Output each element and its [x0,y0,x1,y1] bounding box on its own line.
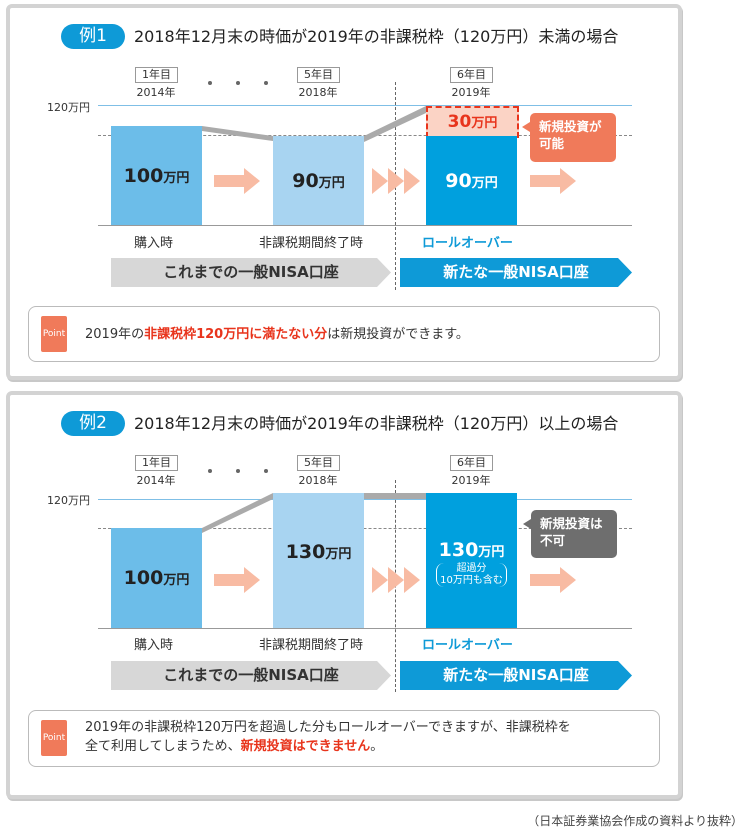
point-text-1: 2019年の非課税枠120万円に満たない分は新規投資ができます。 [85,327,469,342]
caption-purchase: 購入時 [134,236,174,251]
caption-rollover: ロールオーバー [422,236,513,251]
reference-dashed-line [98,135,632,136]
point-badge: Point [41,720,67,756]
ellipsis-dot [236,81,240,85]
point-text-2: 2019年の非課税枠120万円を超過した分もロールオーバーできますが、非課税枠を… [85,720,571,754]
ellipsis-dot [236,469,240,473]
ellipsis-dot [264,469,268,473]
year-label-2018: 2018年 [298,86,338,99]
example1-pill: 例1 [61,24,125,49]
reference-dashed-line [98,528,632,529]
year-box-1: 1年目 [135,67,178,83]
caption-period-end: 非課税期間終了時 [259,236,364,251]
bar-rollover: 90万円 [426,136,517,225]
point-box-1 [28,306,660,362]
year-label-2014: 2014年 [136,474,176,487]
banner-new-nisa: 新たな一般NISA口座 [400,258,632,287]
arrow-right-icon [530,168,576,194]
bar-period-end: 130万円 [273,493,364,628]
year-label-2018: 2018年 [298,474,338,487]
bar-period-end: 90万円 [273,136,364,225]
arrow-right-icon [214,567,260,593]
ellipsis-dot [264,81,268,85]
caption-rollover: ロールオーバー [422,638,513,653]
point-badge: Point [41,316,67,352]
baseline [98,225,632,226]
year-box-5: 5年目 [297,67,340,83]
example2-title: 2018年12月末の時価が2019年の非課税枠（120万円）以上の場合 [134,414,619,433]
ellipsis-dot [208,469,212,473]
example1-title: 2018年12月末の時価が2019年の非課税枠（120万円）未満の場合 [134,27,619,46]
triple-chevron-icon [372,567,420,593]
bar-purchase: 100万円 [111,528,202,628]
trend-connector [202,493,426,533]
banner-old-nisa: これまでの一般NISA口座 [111,661,391,690]
bar-purchase: 100万円 [111,126,202,225]
banner-old-nisa: これまでの一般NISA口座 [111,258,391,287]
caption-period-end: 非課税期間終了時 [259,638,364,653]
arrow-right-icon [214,168,260,194]
bar-rollover-room: 30万円 [426,106,519,138]
ellipsis-dot [208,81,212,85]
limit-label: 120万円 [47,101,90,114]
year-box-1: 1年目 [135,455,178,471]
arrow-right-icon [530,567,576,593]
year-label-2019: 2019年 [451,86,491,99]
limit-line [98,499,632,500]
caption-purchase: 購入時 [134,638,174,653]
limit-line [98,105,632,106]
source-footnote: （日本証券業協会作成の資料より抜粋） [527,814,743,828]
triple-chevron-icon [372,168,420,194]
callout-new-investment-possible: 新規投資が可能 [522,113,616,162]
callout-new-investment-not-allowed: 新規投資は不可 [523,510,617,558]
trend-connector [202,106,426,142]
year-box-6: 6年目 [450,67,493,83]
year-label-2014: 2014年 [136,86,176,99]
year-box-5: 5年目 [297,455,340,471]
example2-pill: 例2 [61,411,125,436]
year-label-2019: 2019年 [451,474,491,487]
banner-new-nisa: 新たな一般NISA口座 [400,661,632,690]
point-box-2 [28,710,660,767]
limit-label: 120万円 [47,494,90,507]
baseline [98,628,632,629]
year-box-6: 6年目 [450,455,493,471]
